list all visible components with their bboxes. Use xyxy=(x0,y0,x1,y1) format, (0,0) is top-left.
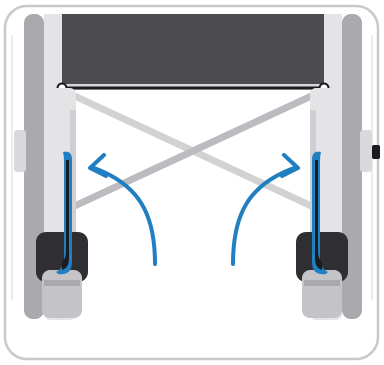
left-caster-tread xyxy=(44,280,80,286)
left-handrim xyxy=(14,130,26,172)
right-side-latch xyxy=(372,145,380,159)
cross-brace-b xyxy=(62,88,324,214)
right-arrowhead-icon xyxy=(280,153,300,178)
right-handrim xyxy=(360,130,372,172)
right-caster-wheel xyxy=(302,270,342,318)
right-caster-tread xyxy=(304,280,340,286)
right-brake-lever-core xyxy=(315,160,322,270)
right-backrest-tube xyxy=(324,14,342,96)
left-caster-wheel xyxy=(42,270,82,318)
right-caster-housing xyxy=(296,232,348,282)
left-arrowhead-icon xyxy=(88,153,108,178)
right-direction-arrow xyxy=(231,166,296,266)
seat-upholstery xyxy=(62,14,324,84)
left-brake-lever-core xyxy=(62,160,69,270)
left-backrest-tube xyxy=(44,14,62,96)
left-caster-housing xyxy=(36,232,88,282)
frame-border xyxy=(3,4,380,361)
left-frame-shadow xyxy=(70,110,76,310)
left-direction-arrow xyxy=(92,166,157,266)
